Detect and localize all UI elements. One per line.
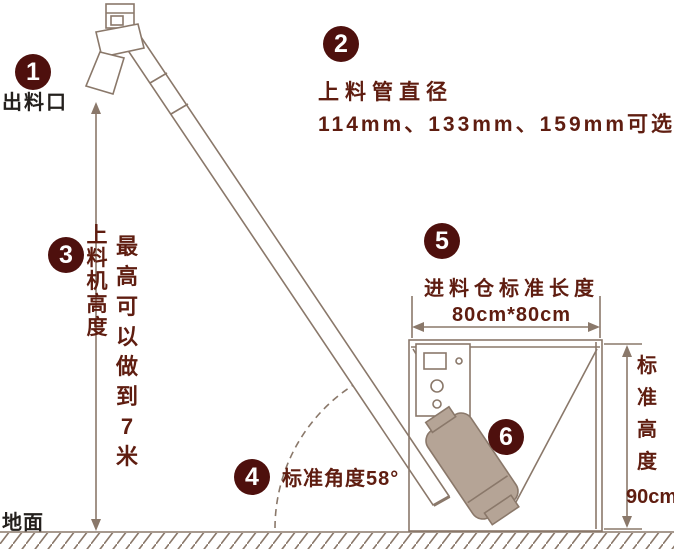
callout-5-badge: 5 bbox=[424, 223, 460, 259]
angle-arc bbox=[274, 383, 356, 529]
angle-label: 标准角度58° bbox=[282, 468, 400, 490]
ground-hatching bbox=[0, 533, 674, 549]
hopper-size-value: 80cm*80cm bbox=[452, 304, 572, 326]
callout-3-badge: 3 bbox=[48, 237, 84, 273]
dim-arrow-top bbox=[411, 296, 601, 338]
ground-label: 地面 bbox=[2, 512, 44, 534]
pipe-diameter-options: 114mm、133mm、159mm可选 bbox=[318, 113, 674, 136]
control-panel bbox=[415, 343, 471, 417]
outlet-label: 出料口 bbox=[2, 92, 68, 114]
panel-screen bbox=[423, 352, 447, 370]
dim-arrow-left bbox=[91, 102, 101, 531]
callout-2-badge: 2 bbox=[323, 26, 359, 62]
pipe-diameter-title: 上料管直径 bbox=[318, 81, 453, 104]
callout-1-badge: 1 bbox=[15, 54, 51, 90]
discharge-spout bbox=[84, 3, 145, 95]
ground-line bbox=[0, 531, 674, 549]
callout-6-badge: 6 bbox=[488, 419, 524, 455]
panel-knob bbox=[430, 379, 444, 393]
panel-knob bbox=[432, 399, 442, 409]
callout-4-badge: 4 bbox=[234, 459, 270, 495]
drive-motor bbox=[424, 405, 520, 526]
hopper-height-label: 标准高度 bbox=[637, 355, 657, 473]
hopper-height-value: 90cm bbox=[626, 486, 674, 508]
feeder-height-value: 最高可以做到7米 bbox=[115, 234, 138, 469]
hopper-length-title: 进料仓标准长度 bbox=[424, 278, 599, 300]
dim-arrow-right bbox=[604, 343, 642, 530]
feeder-height-label: 上料机高度 bbox=[86, 224, 108, 339]
